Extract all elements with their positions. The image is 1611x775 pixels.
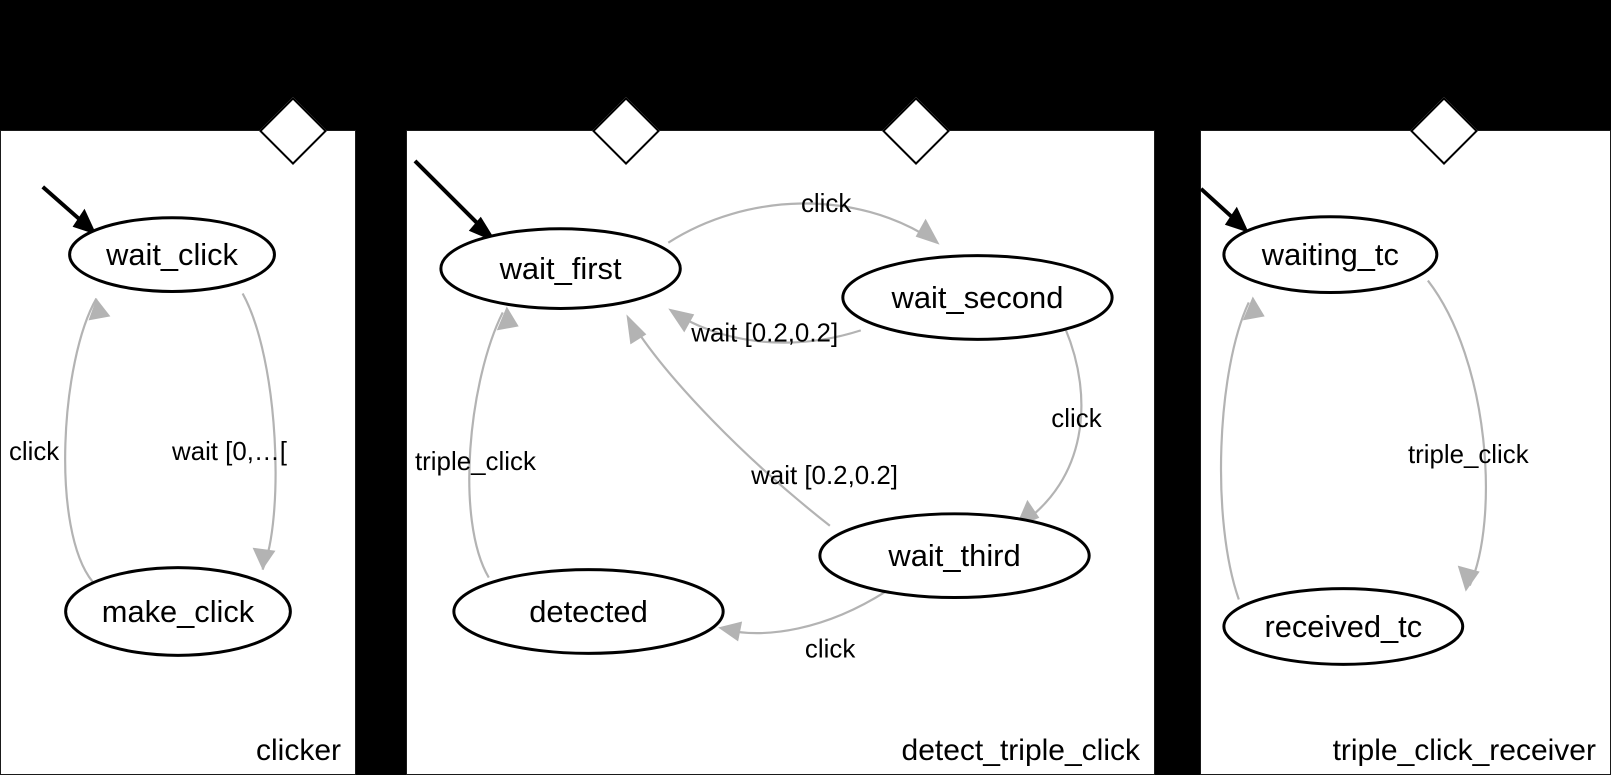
transition-arrowhead xyxy=(1457,565,1480,592)
panel-graph-detect_triple_click: click wait [0.2,0.2] click wait [0.2,0.2] cl… xyxy=(413,159,1114,664)
transition-label: click xyxy=(9,438,59,466)
state-node-wait_click[interactable]: wait_click xyxy=(68,216,276,293)
state-label: wait_click xyxy=(105,237,238,272)
transition-arrowhead xyxy=(1242,296,1265,321)
transition-edge-path xyxy=(723,590,887,635)
state-ellipse xyxy=(1222,215,1439,294)
transition-wait_third-to-detected[interactable]: click xyxy=(718,590,887,664)
transition-label: triple_click xyxy=(415,448,536,476)
transition-edge-path xyxy=(667,202,935,244)
transition-label: triple_click xyxy=(1408,441,1529,469)
transition-edge-path xyxy=(1020,327,1083,525)
state-label: waiting_tc xyxy=(1261,237,1399,272)
initial-state-arrow-icon xyxy=(1199,187,1249,233)
transition-edge-path xyxy=(468,311,504,579)
template-panel-detect_triple_click[interactable]: click wait [0.2,0.2] click wait [0.2,0.2] cl… xyxy=(406,97,1155,775)
panel-graph-clicker: click wait [0,…[ wait_click make_click xyxy=(9,185,292,657)
transition-arrowhead xyxy=(718,621,743,642)
transition-edge-path xyxy=(241,292,277,571)
state-ellipse xyxy=(818,512,1091,600)
transition-make_click-to-wait_click[interactable]: click xyxy=(9,297,111,583)
state-label: received_tc xyxy=(1264,609,1422,644)
transition-label: click xyxy=(1051,405,1101,433)
template-name-label: clicker xyxy=(255,734,341,767)
transition-label: wait [0.2,0.2] xyxy=(750,462,898,490)
state-label: wait_second xyxy=(891,280,1064,315)
initial-state-arrow-icon xyxy=(41,185,97,235)
state-node-wait_second[interactable]: wait_second xyxy=(841,254,1114,341)
transition-wait_first-to-wait_second[interactable]: click xyxy=(667,190,940,245)
transition-arrowhead xyxy=(88,298,111,321)
state-node-detected[interactable]: detected xyxy=(452,568,725,655)
initial-state-arrow-icon xyxy=(413,159,497,243)
transition-label: wait [0,…[ xyxy=(171,438,287,466)
state-node-wait_third[interactable]: wait_third xyxy=(818,512,1091,600)
state-node-waiting_tc[interactable]: waiting_tc xyxy=(1222,215,1439,294)
transition-arrowhead xyxy=(915,218,940,245)
transition-wait_click-to-make_click[interactable]: wait [0,…[ xyxy=(171,292,287,571)
template-name-label: detect_triple_click xyxy=(901,734,1140,767)
state-label: wait_third xyxy=(887,538,1020,573)
transition-edge-path xyxy=(1427,279,1487,587)
transition-wait_second-to-wait_third[interactable]: click xyxy=(1015,327,1102,528)
transition-wait_second-to-wait_first[interactable]: wait [0.2,0.2] xyxy=(668,308,862,347)
transition-arrowhead xyxy=(496,306,519,331)
transition-received_tc-to-waiting_tc[interactable] xyxy=(1219,296,1265,600)
transition-arrowhead xyxy=(626,314,647,345)
state-label: detected xyxy=(529,594,648,629)
transition-edge-path xyxy=(1219,302,1250,600)
state-node-make_click[interactable]: make_click xyxy=(64,566,292,657)
state-ellipse xyxy=(1222,587,1465,666)
state-ellipse xyxy=(439,227,682,310)
state-ellipse xyxy=(841,254,1114,341)
transition-label: click xyxy=(805,635,855,663)
state-ellipse xyxy=(68,216,276,293)
transition-wait_third-to-wait_first[interactable]: wait [0.2,0.2] xyxy=(626,314,898,527)
transition-edge-path xyxy=(673,311,862,344)
state-node-received_tc[interactable]: received_tc xyxy=(1222,587,1465,666)
state-ellipse xyxy=(64,566,292,657)
panel-graph-triple_click_receiver: triple_click waiting_tc received_tc xyxy=(1199,187,1529,666)
state-node-wait_first[interactable]: wait_first xyxy=(439,227,682,310)
state-label: wait_first xyxy=(499,251,622,286)
transition-edge-path xyxy=(629,319,831,527)
transition-edge-path xyxy=(64,297,98,583)
transition-detected-to-wait_first[interactable]: triple_click xyxy=(415,306,536,579)
state-ellipse xyxy=(452,568,725,655)
template-name-label: triple_click_receiver xyxy=(1332,734,1596,767)
state-label: make_click xyxy=(102,594,255,629)
transition-label: click xyxy=(801,190,851,218)
transition-arrowhead xyxy=(668,308,695,333)
transition-arrowhead xyxy=(252,547,276,570)
transition-label: wait [0.2,0.2] xyxy=(690,319,838,347)
transition-waiting_tc-to-received_tc[interactable]: triple_click xyxy=(1408,279,1529,592)
